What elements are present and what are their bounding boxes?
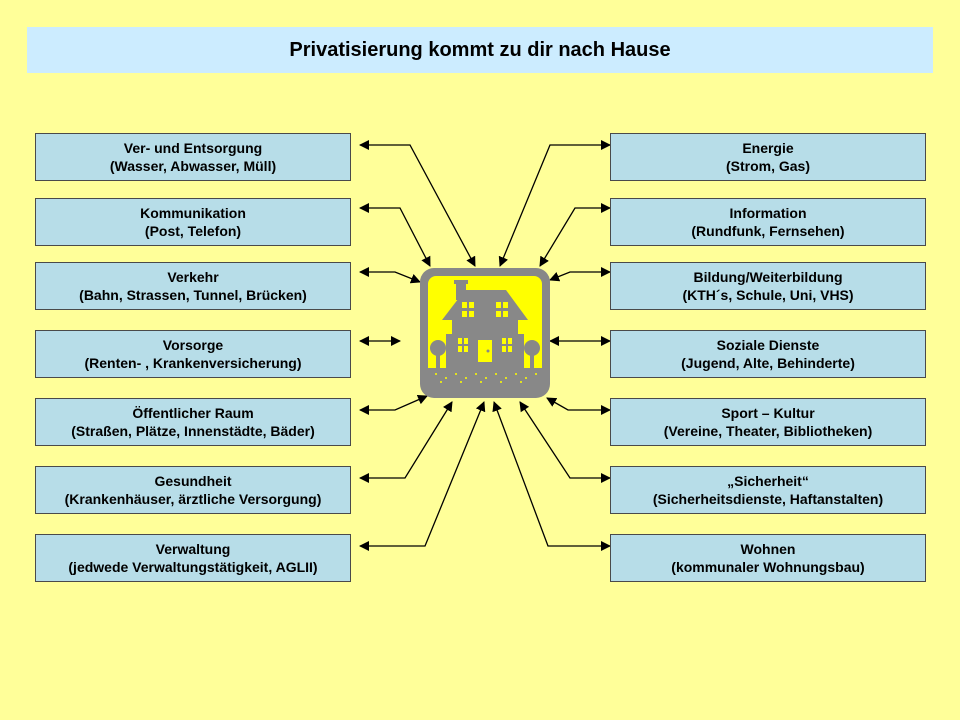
box-subtitle: (Sicherheitsdienste, Haftanstalten) — [652, 491, 884, 507]
box-subtitle: (Straßen, Plätze, Innenstädte, Bäder) — [71, 423, 315, 439]
box-title: Vorsorge — [162, 337, 224, 353]
box-title: Öffentlicher Raum — [132, 405, 254, 421]
box-title: Soziale Dienste — [716, 337, 820, 353]
box-verwaltung: Verwaltung (jedwede Verwaltungstätigkeit… — [35, 534, 351, 582]
box-subtitle: (jedwede Verwaltungstätigkeit, AGLII) — [68, 559, 318, 575]
box-energie: Energie (Strom, Gas) — [610, 133, 926, 181]
box-information: Information (Rundfunk, Fernsehen) — [610, 198, 926, 246]
connector-arrow — [359, 401, 486, 551]
box-sicherheit: „Sicherheit“ (Sicherheitsdienste, Haftan… — [610, 466, 926, 514]
box-title: Energie — [742, 140, 794, 156]
connector-arrow — [546, 397, 611, 415]
box-vorsorge: Vorsorge (Renten- , Krankenversicherung) — [35, 330, 351, 378]
box-title: Information — [729, 205, 807, 221]
connector-arrow — [359, 267, 421, 284]
connector-arrow — [359, 203, 431, 267]
connector-arrow — [492, 401, 611, 551]
connector-arrow — [539, 203, 611, 267]
box-title: Ver- und Entsorgung — [123, 140, 263, 156]
page-title: Privatisierung kommt zu dir nach Hause — [289, 38, 671, 61]
box-wohnen: Wohnen (kommunaler Wohnungsbau) — [610, 534, 926, 582]
box-title: „Sicherheit“ — [727, 473, 809, 489]
box-subtitle: (Wasser, Abwasser, Müll) — [109, 158, 277, 174]
box-subtitle: (Jugend, Alte, Behinderte) — [681, 355, 855, 371]
connector-arrow — [498, 140, 611, 267]
box-soziale-dienste: Soziale Dienste (Jugend, Alte, Behindert… — [610, 330, 926, 378]
house-icon — [420, 268, 550, 403]
box-subtitle: (Krankenhäuser, ärztliche Versorgung) — [64, 491, 322, 507]
box-gesundheit: Gesundheit (Krankenhäuser, ärztliche Ver… — [35, 466, 351, 514]
connector-arrow — [359, 395, 428, 415]
box-subtitle: (KTH´s, Schule, Uni, VHS) — [682, 287, 854, 303]
box-title: Verwaltung — [155, 541, 231, 557]
box-title: Kommunikation — [140, 205, 246, 221]
box-subtitle: (Strom, Gas) — [725, 158, 810, 174]
box-subtitle: (Post, Telefon) — [144, 223, 242, 239]
box-subtitle: (Vereine, Theater, Bibliotheken) — [663, 423, 873, 439]
box-subtitle: (kommunaler Wohnungsbau) — [671, 559, 865, 575]
box-title: Bildung/Weiterbildung — [693, 269, 843, 285]
box-oeffentlicher-raum: Öffentlicher Raum (Straßen, Plätze, Inne… — [35, 398, 351, 446]
box-title: Wohnen — [740, 541, 796, 557]
box-title: Gesundheit — [154, 473, 232, 489]
box-title: Verkehr — [167, 269, 219, 285]
box-sport-kultur: Sport – Kultur (Vereine, Theater, Biblio… — [610, 398, 926, 446]
box-subtitle: (Bahn, Strassen, Tunnel, Brücken) — [79, 287, 307, 303]
box-bildung: Bildung/Weiterbildung (KTH´s, Schule, Un… — [610, 262, 926, 310]
box-title: Sport – Kultur — [721, 405, 815, 421]
connector-arrow — [359, 401, 453, 483]
title-bar: Privatisierung kommt zu dir nach Hause — [27, 27, 933, 73]
box-ver-und-entsorgung: Ver- und Entsorgung (Wasser, Abwasser, M… — [35, 133, 351, 181]
box-verkehr: Verkehr (Bahn, Strassen, Tunnel, Brücken… — [35, 262, 351, 310]
connector-arrow — [519, 401, 611, 483]
box-subtitle: (Renten- , Krankenversicherung) — [84, 355, 302, 371]
box-subtitle: (Rundfunk, Fernsehen) — [691, 223, 845, 239]
box-kommunikation: Kommunikation (Post, Telefon) — [35, 198, 351, 246]
connector-arrow — [549, 267, 611, 282]
connector-arrow — [359, 140, 476, 267]
